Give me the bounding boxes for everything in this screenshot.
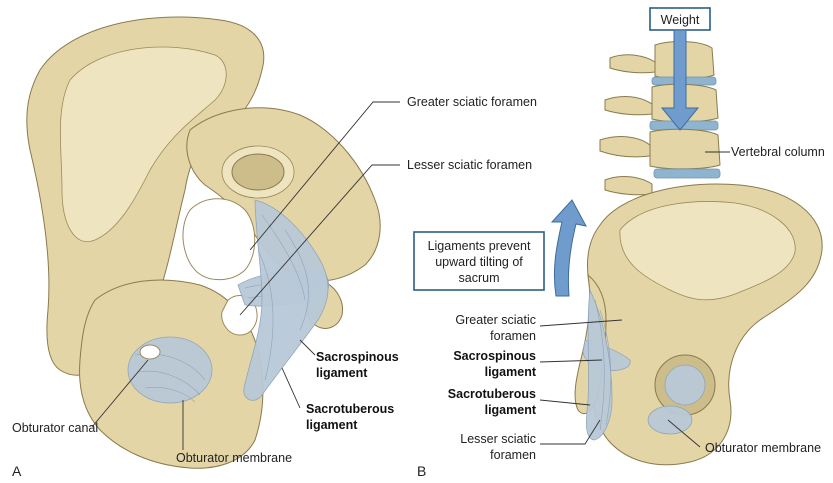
panel-b-leaders [539, 151, 730, 448]
label-sacrotuberous-a-1: Sacrotuberous [306, 402, 394, 416]
label-vertebral-column: Vertebral column [731, 145, 825, 159]
weight-arrow [660, 29, 700, 131]
obturator-membrane-shape-b [647, 405, 693, 435]
upward-curved-arrow [550, 199, 587, 297]
prevent-line-2: upward tilting of [435, 255, 523, 269]
panel-letter-a: A [12, 463, 22, 479]
label-sacrospinous-b-2: ligament [485, 365, 537, 379]
label-sacrospinous-a-2: ligament [316, 366, 368, 380]
panel-b-illustration [574, 41, 823, 466]
panel-letter-b: B [417, 463, 426, 479]
iliac-surface-lateral [619, 201, 796, 301]
obturator-canal-opening [139, 344, 161, 360]
obturator-membrane-shape [127, 336, 213, 404]
label-obturator-canal: Obturator canal [12, 421, 98, 435]
label-lesser-sciatic-b-1: Lesser sciatic [460, 432, 536, 446]
label-greater-sciatic-foramen-a: Greater sciatic foramen [407, 95, 537, 109]
prevent-box [413, 231, 545, 291]
label-greater-sciatic-b-2: foramen [490, 329, 536, 343]
label-sacrotuberous-a-2: ligament [306, 418, 358, 432]
sacral-body [231, 153, 285, 191]
weight-label: Weight [661, 13, 700, 27]
label-lesser-sciatic-b-2: foramen [490, 448, 536, 462]
acetabulum-lining [664, 364, 706, 406]
panel-a-illustration [26, 16, 381, 469]
label-greater-sciatic-b-1: Greater sciatic [455, 313, 536, 327]
weight-callout: Weight [649, 7, 711, 131]
label-sacrospinous-a-1: Sacrospinous [316, 350, 399, 364]
sacrotuberous-ligament-shape-b [585, 288, 613, 441]
iliac-fossa [59, 46, 227, 242]
vertebral-column-shape [599, 41, 721, 196]
label-lesser-sciatic-foramen-a: Lesser sciatic foramen [407, 158, 532, 172]
label-sacrotuberous-b-2: ligament [485, 403, 537, 417]
label-obturator-membrane-b: Obturator membrane [705, 441, 821, 455]
prevent-line-1: Ligaments prevent [428, 239, 531, 253]
panel-a-leaders [91, 101, 400, 450]
label-sacrotuberous-b-1: Sacrotuberous [448, 387, 536, 401]
label-sacrospinous-b-1: Sacrospinous [453, 349, 536, 363]
sacrotuberous-ligament-shape [243, 199, 329, 401]
label-obturator-membrane-a: Obturator membrane [176, 451, 292, 465]
prevent-line-3: sacrum [459, 271, 500, 285]
prevent-callout: Ligaments prevent upward tilting of sacr… [413, 199, 587, 297]
greater-sciatic-foramen-opening [182, 198, 256, 281]
